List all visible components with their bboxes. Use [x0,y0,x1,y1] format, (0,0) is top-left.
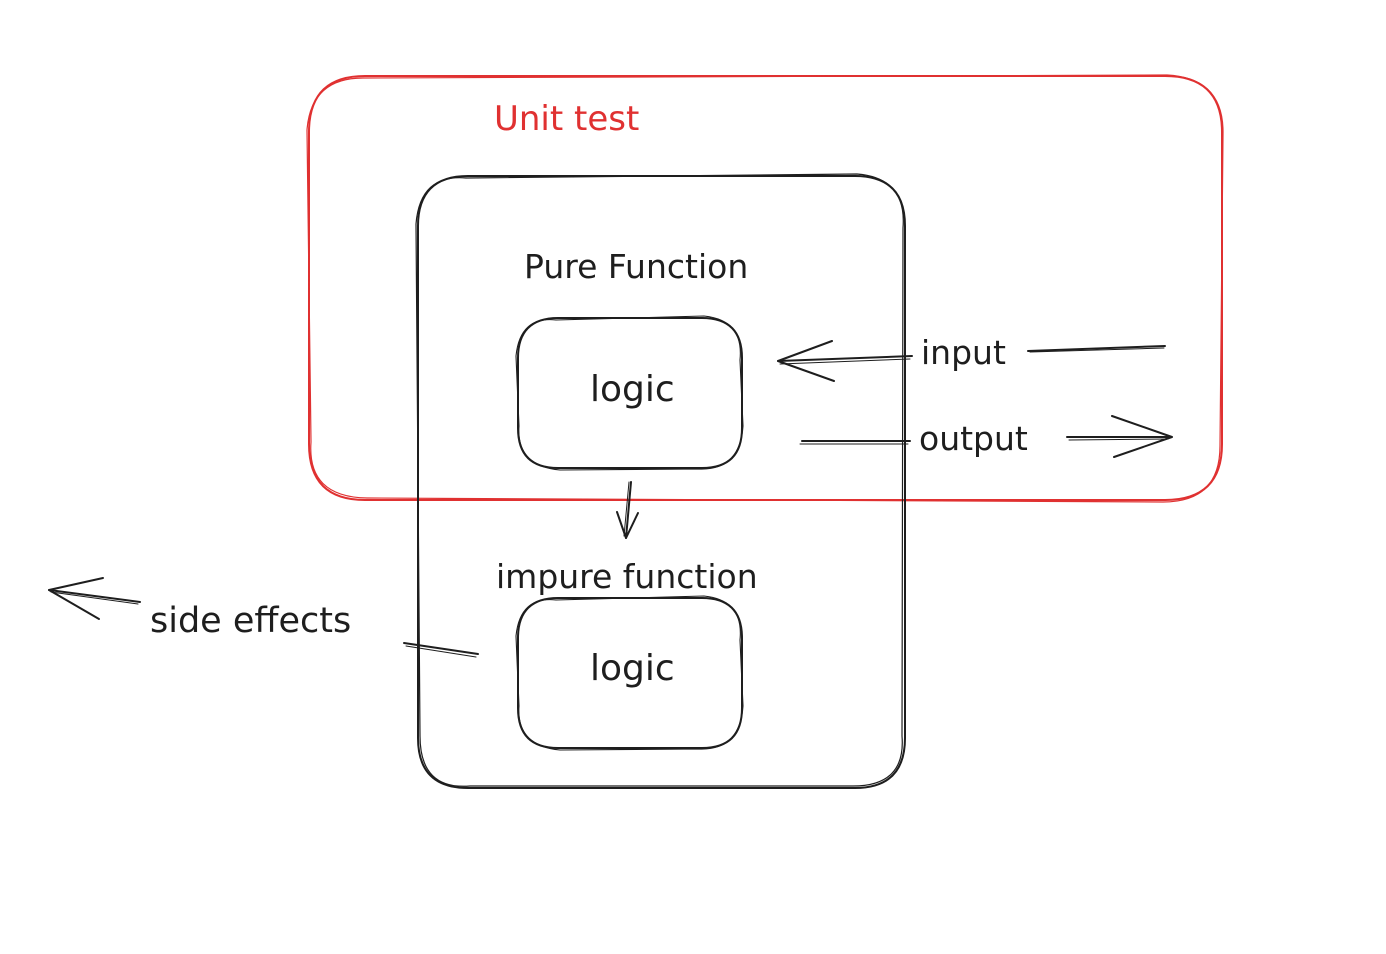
side-effects-label: side effects [150,601,352,641]
pure-function-label: Pure Function [524,247,749,286]
side-effects-arrow [48,577,479,658]
impure-logic-label: logic [590,648,675,689]
input-arrow [777,340,1166,382]
output-label: output [919,419,1028,458]
unit-test-boundary [306,74,1224,503]
function-container [415,173,906,789]
impure-function-label: impure function [496,557,758,596]
unit-test-label: Unit test [494,99,640,139]
pure-logic-label: logic [590,369,675,410]
input-label: input [921,333,1006,372]
impure-logic-box [515,595,744,751]
output-arrow [799,415,1173,458]
pure-to-impure-arrow [616,481,639,539]
pure-logic-box [515,315,744,471]
